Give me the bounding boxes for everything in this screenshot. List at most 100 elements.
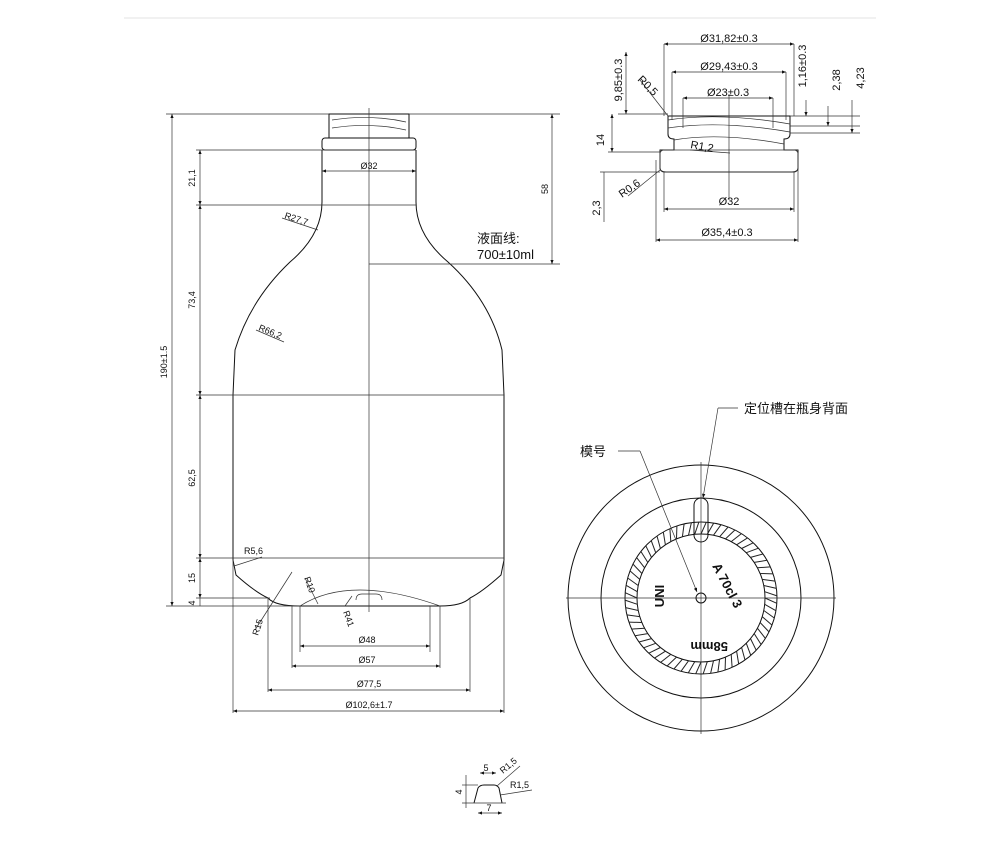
label-f-23-height: 2,3 — [591, 200, 603, 215]
knurl-tick — [761, 616, 773, 626]
knurl-tick — [741, 542, 754, 549]
leader-f-r06 — [627, 169, 661, 197]
mark-logo: UNI — [652, 585, 667, 607]
label-f-r12: R1,2 — [689, 139, 714, 155]
knurl-tick — [650, 540, 657, 553]
label-radius-base-inner: R10 — [302, 575, 317, 594]
knurl-tick — [627, 577, 639, 586]
label-f-23: Ø23±0.3 — [707, 87, 749, 99]
knurl-tick — [764, 591, 778, 597]
knurl-tick — [632, 563, 643, 574]
label-fill-height: 58 — [540, 184, 550, 194]
knurl-tick — [662, 531, 666, 545]
label-f-238: 2,38 — [831, 69, 843, 90]
knurl-tick — [763, 610, 775, 619]
knurl-tick — [625, 584, 638, 593]
knurl-tick — [648, 647, 661, 654]
leader-r27 — [281, 217, 319, 231]
label-dia775: Ø77,5 — [357, 679, 382, 689]
bottle-punt — [299, 589, 441, 607]
label-g-5: 5 — [483, 763, 488, 773]
knurl-tick — [736, 537, 748, 546]
grip-profile — [473, 784, 503, 804]
knurl-tick — [687, 661, 696, 674]
fill-line-value: 700±10ml — [477, 247, 534, 262]
label-radius-base-outer: R15 — [250, 618, 265, 637]
knurl-tick — [710, 660, 714, 674]
knurl-tick — [713, 524, 722, 536]
leader-r41 — [344, 595, 353, 607]
stippling-knurl — [624, 521, 778, 675]
knurl-tick — [763, 585, 777, 589]
knurl-tick — [688, 522, 692, 536]
knurl-tick — [634, 633, 648, 637]
label-g-r15b: R1,5 — [510, 780, 529, 790]
bottle-outline-right — [415, 150, 505, 599]
grip-detail-view: 4 5 7 R1,5 R1,5 — [454, 756, 533, 815]
knurl-tick — [666, 656, 677, 667]
knurl-tick — [750, 638, 757, 651]
knurl-tick — [753, 633, 762, 645]
label-body-height: 62,5 — [187, 469, 197, 487]
knurl-tick — [673, 658, 683, 670]
leader-r15 — [254, 571, 293, 631]
label-f-354: Ø35,4±0.3 — [701, 227, 752, 239]
leader-f-r12 — [689, 149, 731, 154]
knurl-tick — [736, 651, 740, 665]
label-f-2943: Ø29,43±0.3 — [700, 61, 757, 73]
label-f-423: 4,23 — [855, 67, 867, 88]
label-dia57: Ø57 — [358, 655, 375, 665]
knurl-tick — [636, 557, 645, 569]
leader-f-r05 — [639, 79, 669, 117]
knurl-tick — [746, 547, 759, 554]
label-total-height: 190±1.5 — [159, 346, 169, 378]
knurl-tick — [624, 592, 638, 599]
label-g-7: 7 — [486, 803, 491, 813]
knurl-tick — [625, 607, 639, 611]
knurl-tick — [764, 603, 777, 612]
label-dia48: Ø48 — [358, 635, 375, 645]
knurl-tick — [764, 597, 778, 604]
knurl-tick — [750, 553, 764, 558]
knurl-tick — [757, 627, 766, 639]
knurl-tick — [759, 622, 770, 633]
label-shoulder-height: 73,4 — [187, 291, 197, 309]
knurl-tick — [730, 533, 742, 542]
label-g-4: 4 — [454, 789, 464, 794]
knurl-tick — [741, 647, 746, 661]
knurl-tick — [654, 650, 666, 659]
bottom-center-dot — [695, 592, 707, 604]
knurl-tick — [719, 526, 729, 538]
knurl-tick — [645, 545, 652, 558]
knurl-tick — [669, 528, 672, 542]
knurl-tick — [730, 654, 733, 668]
bottle-base-outline — [267, 597, 471, 607]
knurl-tick — [638, 638, 652, 643]
label-f-14: 14 — [595, 134, 607, 146]
knurl-tick — [656, 535, 661, 549]
label-dia-body: Ø102,6±1.7 — [346, 700, 393, 710]
knurl-tick — [702, 661, 708, 675]
leader-mold-number — [639, 450, 698, 593]
label-base-height: 4 — [187, 600, 197, 605]
leader-g-r15a — [496, 765, 521, 787]
label-f-985: 9,85±0.3 — [613, 59, 625, 102]
knurl-tick — [629, 570, 641, 580]
leader-r56 — [233, 556, 263, 567]
label-g-r15a: R1,5 — [498, 756, 519, 776]
knurl-tick — [694, 521, 700, 535]
finish-thread-lines — [667, 116, 791, 145]
knurl-tick — [700, 521, 707, 535]
label-f-32: Ø32 — [719, 196, 740, 208]
label-f-116: 1,16±0.3 — [797, 45, 809, 88]
label-f-r05: R0,5 — [635, 74, 660, 99]
mark-code: A 70cl 3 — [709, 560, 745, 610]
label-f-r06: R0,6 — [617, 177, 643, 200]
knurl-tick — [643, 642, 656, 649]
label-radius-shoulder: R66,2 — [257, 323, 283, 341]
leader-locator — [702, 407, 719, 499]
bottle-side-view: 190±1.5 21,1 73,4 62,5 15 4 58 R27,7 R66… — [159, 108, 560, 713]
knurl-tick — [717, 659, 721, 673]
leader-g-r15b — [499, 789, 533, 796]
knurl-tick — [681, 523, 685, 537]
